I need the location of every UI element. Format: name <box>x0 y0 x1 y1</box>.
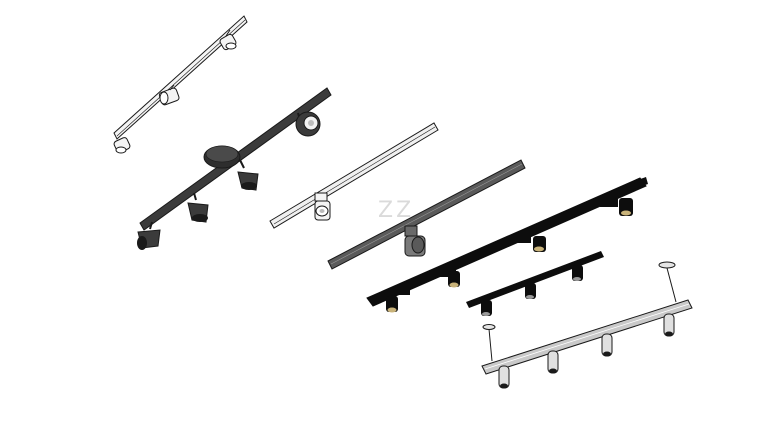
spotlight-icon <box>113 137 131 154</box>
spotlight-icon <box>295 111 321 137</box>
spotlight-icon <box>481 300 492 316</box>
spotlight-icon <box>572 265 583 281</box>
spotlight-icon <box>219 29 237 51</box>
spotlight-icon <box>600 198 633 216</box>
spotlight-icon <box>386 288 410 313</box>
white-slim-track-fixture <box>269 122 439 229</box>
black-long-track-fixture <box>366 177 648 313</box>
watermark-text: ZZ <box>378 198 415 223</box>
spotlight-icon <box>137 221 161 250</box>
spotlight-icon <box>515 236 546 252</box>
spotlight-icon <box>440 270 460 288</box>
white-track-fixture <box>113 15 248 154</box>
spotlight-icon <box>663 313 675 337</box>
spotlight-icon <box>237 159 259 191</box>
silver-suspended-rail-fixture <box>481 261 693 389</box>
spotlight-icon <box>525 283 536 299</box>
grey-track-fixture <box>327 159 526 270</box>
dark-canopy-bar-fixture <box>137 87 332 250</box>
spotlight-icon <box>404 225 426 257</box>
spotlight-icon <box>547 350 559 374</box>
spotlight-icon <box>187 192 209 223</box>
spotlight-icon <box>498 365 510 389</box>
spotlight-icon <box>314 192 331 221</box>
spotlight-icon <box>601 333 613 357</box>
black-short-track-fixture <box>466 251 604 316</box>
spotlight-icon <box>158 84 180 106</box>
